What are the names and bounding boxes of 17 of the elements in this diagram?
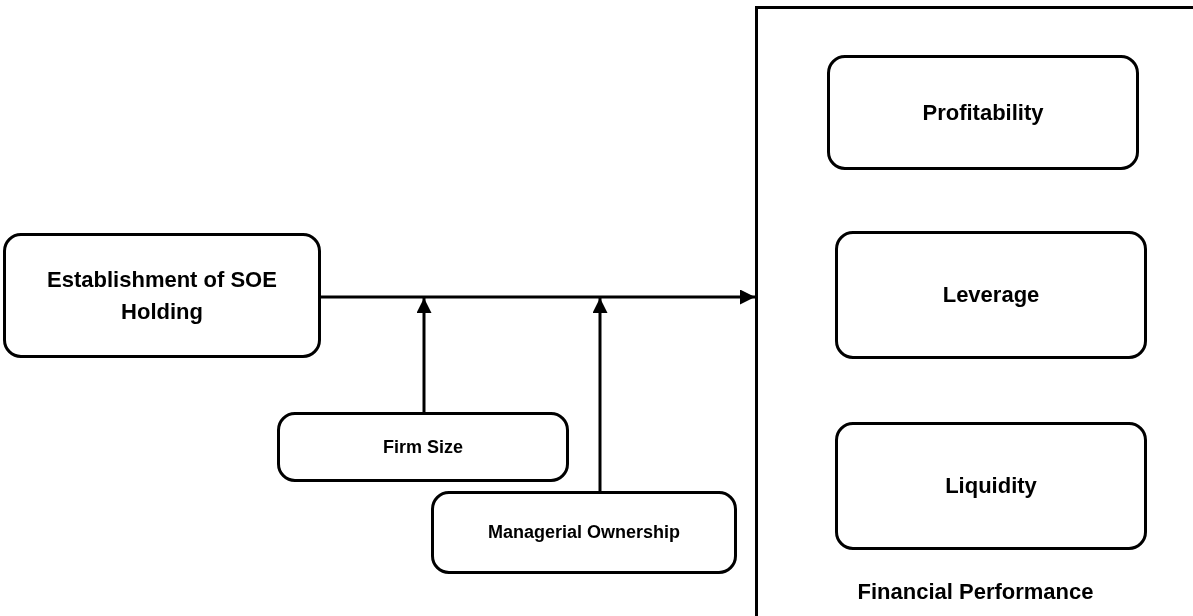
node-label: Leverage [942,281,1040,310]
rounded-box [3,233,321,358]
rounded-box [827,55,1139,170]
rounded-box [835,422,1147,550]
group-frame [755,6,1193,616]
node-label: Profitability [922,98,1044,127]
rounded-box [431,491,737,574]
group-title: Financial Performance [856,578,1095,607]
arrow [416,298,432,412]
arrow [321,289,755,305]
rounded-box [277,412,569,482]
arrow [592,298,608,491]
node-label: Managerial Ownership [487,521,681,545]
rounded-box [835,231,1147,359]
node-label: Establishment of SOE Holding [47,265,277,326]
node-label: Firm Size [383,435,463,459]
node-label: Liquidity [945,472,1037,501]
